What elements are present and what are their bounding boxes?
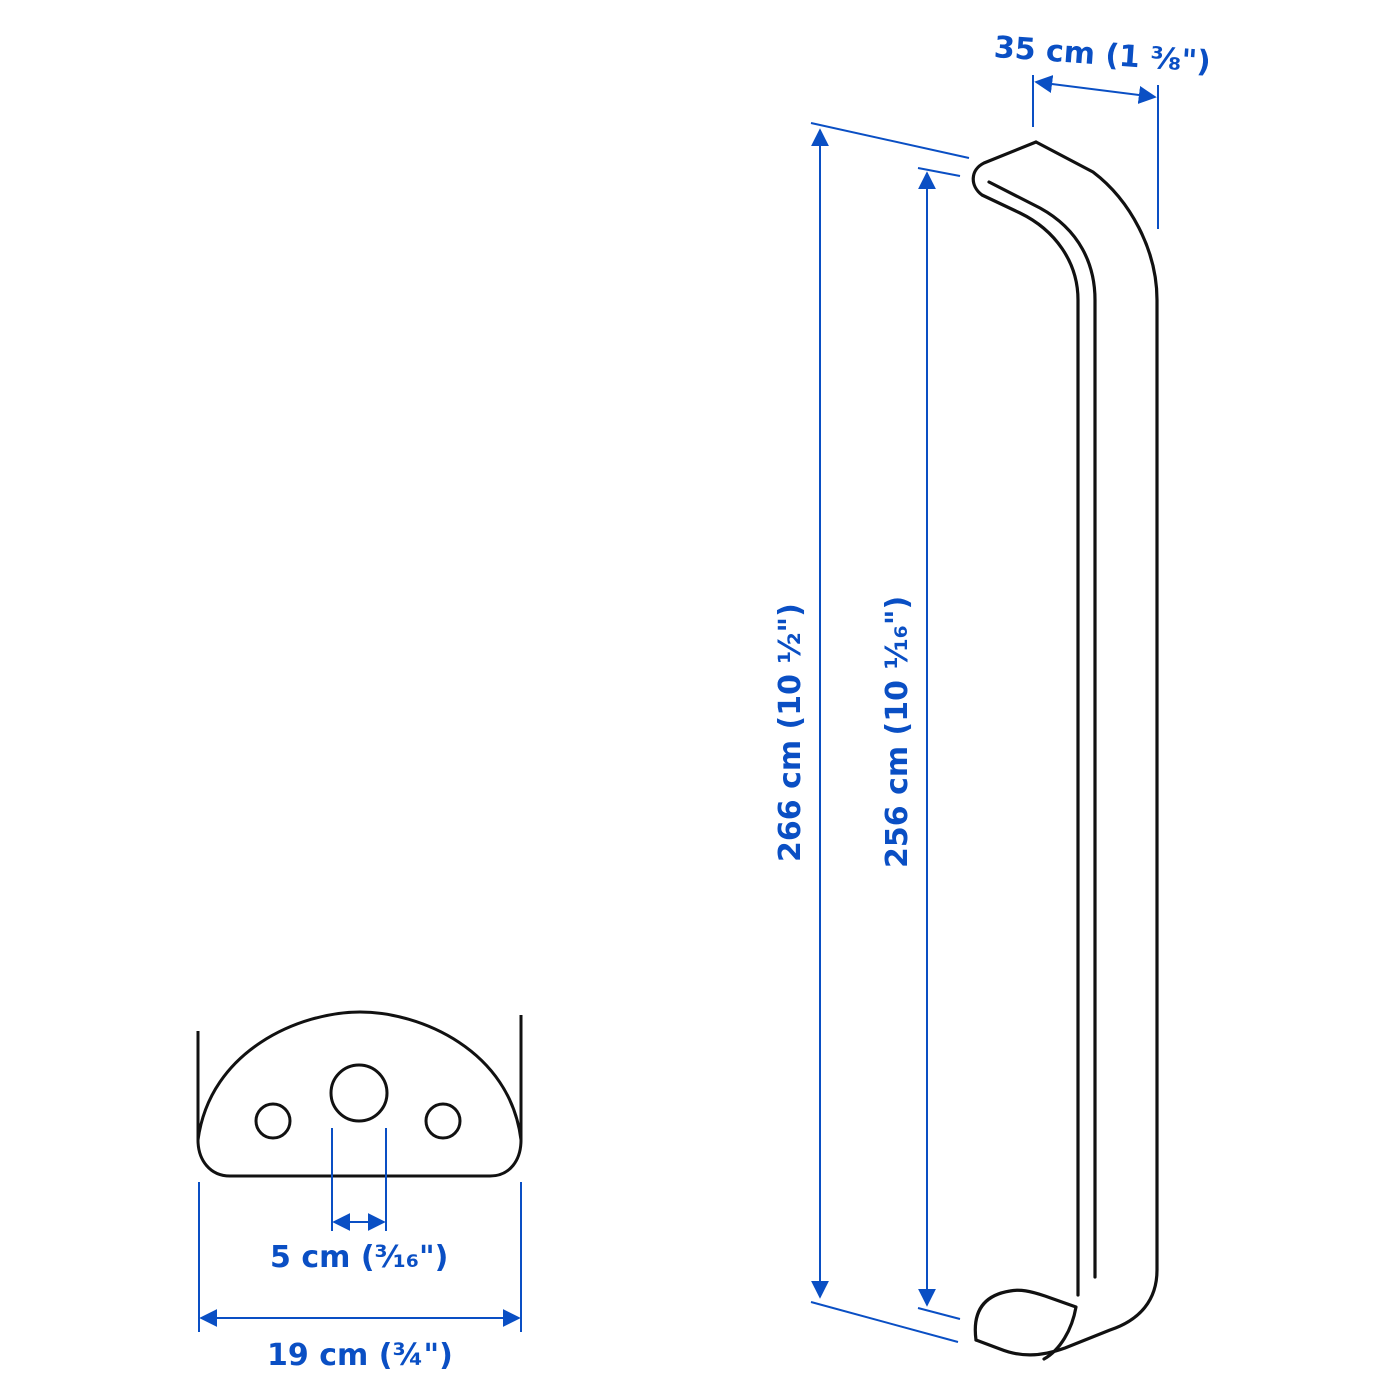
hole-spacing-imperial: (10 ¹⁄₁₆") (880, 595, 915, 736)
center-hole (329, 1063, 389, 1123)
left-hole (254, 1102, 292, 1140)
end-view-outline (196, 1010, 523, 1178)
side-view-dimensions (810, 75, 1159, 1343)
right-hole (424, 1102, 462, 1140)
hole-spacing-label: 256 cm (10 ¹⁄₁₆") (880, 595, 915, 868)
depth-arrow (1034, 75, 1157, 104)
width-metric: 19 cm (267, 1338, 369, 1373)
handle-top-cap (971, 140, 1080, 1297)
overall-length-metric: 266 cm (773, 739, 808, 862)
handle-outer-edge (974, 140, 1159, 1357)
hole-spacing-metric: 256 cm (880, 745, 915, 868)
depth-metric: 35 cm (992, 30, 1097, 72)
width-imperial: (¾") (378, 1338, 453, 1373)
width-label: 19 cm (¾") (267, 1341, 453, 1371)
end-view-dimensions (198, 1128, 522, 1332)
end-view (196, 1010, 523, 1178)
hole-diameter-label: 5 cm (³⁄₁₆") (270, 1243, 448, 1273)
hole-diameter-imperial: (³⁄₁₆") (360, 1240, 449, 1275)
handle-bottom-cap (973, 1288, 1078, 1361)
depth-imperial: (1 ⅜") (1104, 37, 1212, 81)
hole-diameter-metric: 5 cm (270, 1240, 351, 1275)
overall-length-label: 266 cm (10 ½") (773, 603, 808, 862)
handle-inner-groove (987, 180, 1097, 1279)
overall-length-imperial: (10 ½") (773, 603, 808, 730)
side-view (971, 140, 1159, 1361)
